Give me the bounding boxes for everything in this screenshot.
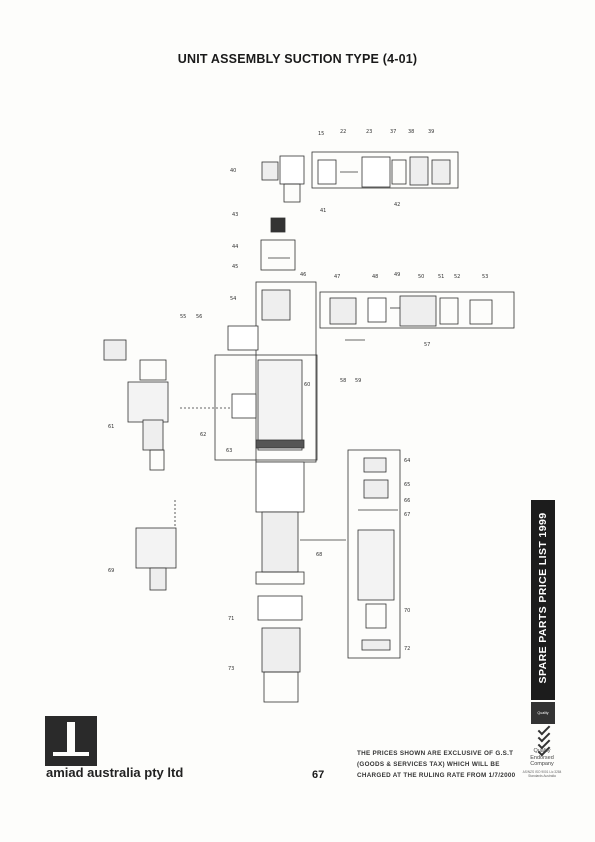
callout-label: 44 bbox=[232, 244, 238, 250]
callout-label: 48 bbox=[372, 274, 378, 280]
callout-label: 59 bbox=[355, 378, 361, 384]
callout-label: 60 bbox=[304, 382, 310, 388]
page-number: 67 bbox=[312, 769, 325, 781]
callout-label: 22 bbox=[340, 129, 346, 135]
callout-label: 61 bbox=[108, 424, 114, 430]
cert-fine-print: AS/NZS ISO 9001 Lic 3284 Standards Austr… bbox=[522, 769, 562, 778]
gst-notice: THE PRICES SHOWN ARE EXCLUSIVE OF G.S.T … bbox=[357, 750, 516, 779]
quality-badge: Quality System bbox=[531, 702, 555, 737]
callout-label: 39 bbox=[428, 129, 434, 135]
company-name: amiad australia pty ltd bbox=[46, 765, 184, 780]
callout-label: 42 bbox=[394, 202, 400, 208]
callout-label: 49 bbox=[394, 272, 400, 278]
price-list-banner-text: SPARE PARTS PRICE LIST 1999 bbox=[537, 512, 549, 684]
callout-label: 73 bbox=[228, 666, 234, 672]
company-logo bbox=[45, 716, 97, 766]
callout-label: 64 bbox=[404, 458, 410, 464]
top-subassembly-frame bbox=[311, 151, 459, 189]
middle-subassembly-frame bbox=[319, 291, 515, 329]
callout-label: 52 bbox=[454, 274, 460, 280]
cert-line: Endorsed bbox=[530, 754, 554, 761]
callout-label: 68 bbox=[316, 552, 322, 558]
callout-label: 51 bbox=[438, 274, 444, 280]
callout-label: 23 bbox=[366, 129, 372, 135]
callout-label: 46 bbox=[300, 272, 306, 278]
callout-label: 62 bbox=[200, 432, 206, 438]
callout-label: 37 bbox=[390, 129, 396, 135]
callout-label: 70 bbox=[404, 608, 410, 614]
callout-label: 47 bbox=[334, 274, 340, 280]
callout-label: 15 bbox=[318, 131, 324, 137]
callout-label: 41 bbox=[320, 208, 326, 214]
callout-label: 72 bbox=[404, 646, 410, 652]
cert-line: Company bbox=[530, 761, 554, 767]
callout-label: 63 bbox=[226, 448, 232, 454]
callout-label: 58 bbox=[340, 378, 346, 384]
quality-certification: Quality Endorsed Company AS/NZS ISO 9001… bbox=[520, 748, 564, 778]
callout-label: 38 bbox=[408, 129, 414, 135]
callout-label: 69 bbox=[108, 568, 114, 574]
callout-label: 40 bbox=[230, 168, 236, 174]
callout-label: 71 bbox=[228, 616, 234, 622]
callout-label: 67 bbox=[404, 512, 410, 518]
callout-label: 53 bbox=[482, 274, 488, 280]
callout-label: 65 bbox=[404, 482, 410, 488]
callout-label: 57 bbox=[424, 342, 430, 348]
callout-label: 66 bbox=[404, 498, 410, 504]
cert-line: Quality bbox=[533, 748, 551, 754]
callout-label: 55 bbox=[180, 314, 186, 320]
callout-label: 43 bbox=[232, 212, 238, 218]
callout-label: 50 bbox=[418, 274, 424, 280]
screen-subassembly-frame bbox=[347, 449, 401, 659]
callout-label: 56 bbox=[196, 314, 202, 320]
page-title: UNIT ASSEMBLY SUCTION TYPE (4-01) bbox=[177, 52, 418, 66]
callout-label: 54 bbox=[230, 296, 236, 302]
callout-label: 45 bbox=[232, 264, 238, 270]
price-list-banner bbox=[531, 500, 555, 700]
